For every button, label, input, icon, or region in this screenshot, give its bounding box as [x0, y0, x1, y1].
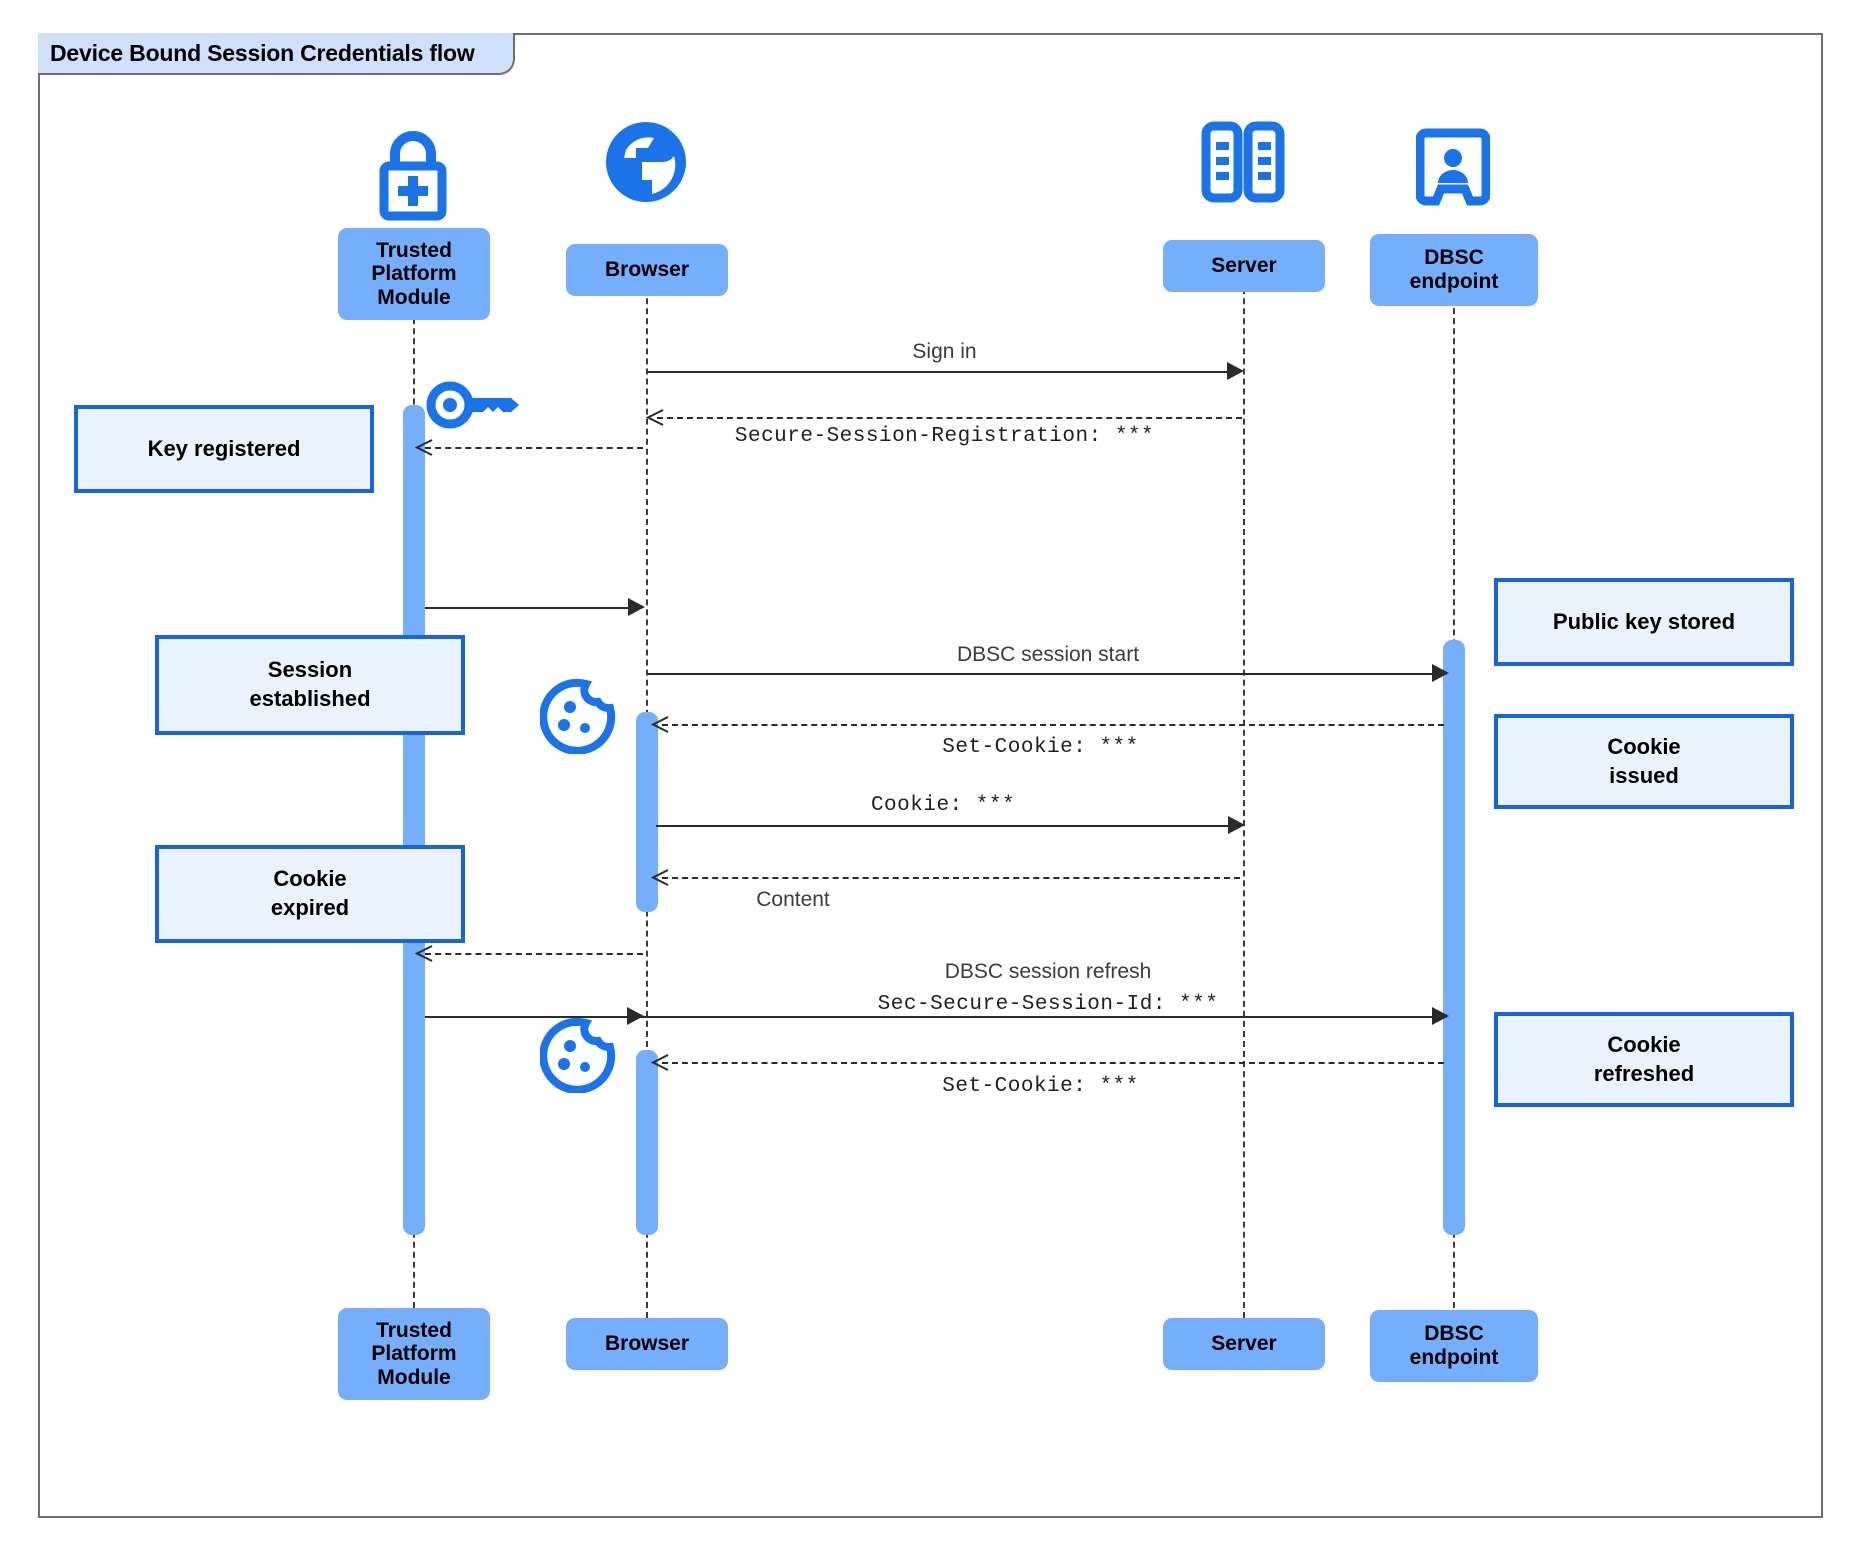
arrowhead-secure-session-registration — [645, 408, 664, 426]
arrowhead-dbsc-session-refresh — [1432, 1007, 1449, 1025]
note-session-established: Session established — [155, 635, 465, 735]
arrowhead-content — [650, 868, 669, 886]
note-line-1: Cookie — [1607, 733, 1681, 759]
message-line-content — [662, 877, 1240, 879]
arrowhead-tpm-response — [628, 598, 645, 616]
message-label-set-cookie-1: Set-Cookie: *** — [942, 736, 1139, 759]
participant-label: Browser — [604, 1332, 690, 1356]
participant-browser-bottom[interactable]: Browser — [566, 1318, 728, 1370]
note-line-1: Session — [267, 657, 353, 683]
participant-tpm-top[interactable]: Trusted Platform Module — [338, 228, 490, 320]
message-label-set-cookie-2: Set-Cookie: *** — [942, 1075, 1139, 1098]
message-line-dbsc-session-refresh — [425, 1016, 1435, 1018]
arrowhead-set-cookie-2 — [650, 1053, 669, 1071]
message-line-secure-session-registration — [657, 417, 1242, 419]
note-line-1: Cookie — [273, 866, 347, 892]
diagram-title: Device Bound Session Credentials flow — [50, 39, 475, 66]
note-text: Cookie refreshed — [1594, 1031, 1694, 1088]
server-rack-icon — [1198, 120, 1288, 204]
key-icon — [426, 381, 522, 429]
participant-label: Browser — [604, 258, 690, 282]
participant-browser-top[interactable]: Browser — [566, 244, 728, 296]
note-line-2: refreshed — [1593, 1060, 1695, 1086]
note-line-1: Cookie — [1607, 1031, 1681, 1057]
message-line-tpm-request — [425, 447, 643, 449]
note-text: Key registered — [147, 435, 301, 461]
note-line-2: expired — [270, 895, 350, 920]
participant-server-top[interactable]: Server — [1163, 240, 1325, 292]
note-text: Cookie issued — [1607, 733, 1680, 790]
padlock-plus-icon — [367, 124, 459, 224]
message-line-set-cookie-1 — [662, 724, 1444, 726]
note-text: Cookie expired — [271, 865, 349, 922]
participant-label: Trusted Platform Module — [371, 1318, 457, 1389]
note-public-key-stored: Public key stored — [1494, 578, 1794, 666]
note-cookie-expired: Cookie expired — [155, 845, 465, 943]
arrowhead-cookie — [1228, 816, 1245, 834]
arrowhead-dbsc-session-start — [1432, 664, 1449, 682]
participant-label: DBSC endpoint — [1409, 1322, 1499, 1369]
participant-label: DBSC endpoint — [1409, 246, 1499, 293]
cookie-icon — [539, 678, 616, 755]
note-text: Public key stored — [1552, 608, 1736, 634]
activation-bar-dbsc — [1443, 640, 1465, 1235]
cookie-icon — [539, 1017, 616, 1094]
arrowhead-dbsc-session-refresh-mid — [627, 1007, 644, 1025]
lifeline-server — [1243, 248, 1245, 1318]
message-label-secure-session-registration: Secure-Session-Registration: *** — [734, 425, 1155, 448]
participant-server-bottom[interactable]: Server — [1163, 1318, 1325, 1370]
message-label-dbsc-session-refresh: DBSC session refresh — [944, 960, 1152, 983]
message-line-tpm-response — [425, 607, 630, 609]
participant-label: Trusted Platform Module — [371, 238, 457, 309]
message-label-cookie: Cookie: *** — [870, 794, 1016, 817]
message-line-cookie — [656, 825, 1229, 827]
note-cookie-refreshed: Cookie refreshed — [1494, 1012, 1794, 1107]
participant-label: Server — [1211, 1332, 1277, 1356]
participant-dbsc-top[interactable]: DBSC endpoint — [1370, 234, 1538, 306]
message-label-sign-in: Sign in — [912, 340, 977, 363]
activation-bar-tpm — [403, 405, 425, 1235]
diagram-frame-tab: Device Bound Session Credentials flow — [38, 33, 515, 75]
arrowhead-sign-in — [1227, 362, 1244, 380]
note-cookie-issued: Cookie issued — [1494, 714, 1794, 809]
participant-dbsc-bottom[interactable]: DBSC endpoint — [1370, 1310, 1538, 1382]
globe-icon — [602, 118, 690, 206]
activation-bar-browser-2 — [636, 1050, 658, 1235]
arrowhead-tpm-refresh-request — [414, 944, 433, 962]
message-line-tpm-refresh-request — [425, 953, 643, 955]
message-line-set-cookie-2 — [662, 1062, 1444, 1064]
arrowhead-set-cookie-1 — [650, 715, 669, 733]
message-label-dbsc-session-start: DBSC session start — [956, 643, 1140, 666]
activation-bar-browser-1 — [636, 712, 658, 912]
note-line-2: issued — [1609, 762, 1679, 788]
message-line-dbsc-session-start — [648, 673, 1433, 675]
arrowhead-tpm-request — [414, 438, 433, 456]
message-label-sec-secure-session-id: Sec-Secure-Session-Id: *** — [877, 993, 1219, 1016]
id-badge-icon — [1415, 125, 1491, 209]
note-text: Session established — [249, 656, 370, 713]
note-line-2: established — [249, 686, 371, 711]
participant-label: Server — [1211, 254, 1277, 278]
note-key-registered: Key registered — [74, 405, 374, 493]
message-line-sign-in — [648, 371, 1228, 373]
message-label-content: Content — [756, 888, 830, 911]
participant-tpm-bottom[interactable]: Trusted Platform Module — [338, 1308, 490, 1400]
